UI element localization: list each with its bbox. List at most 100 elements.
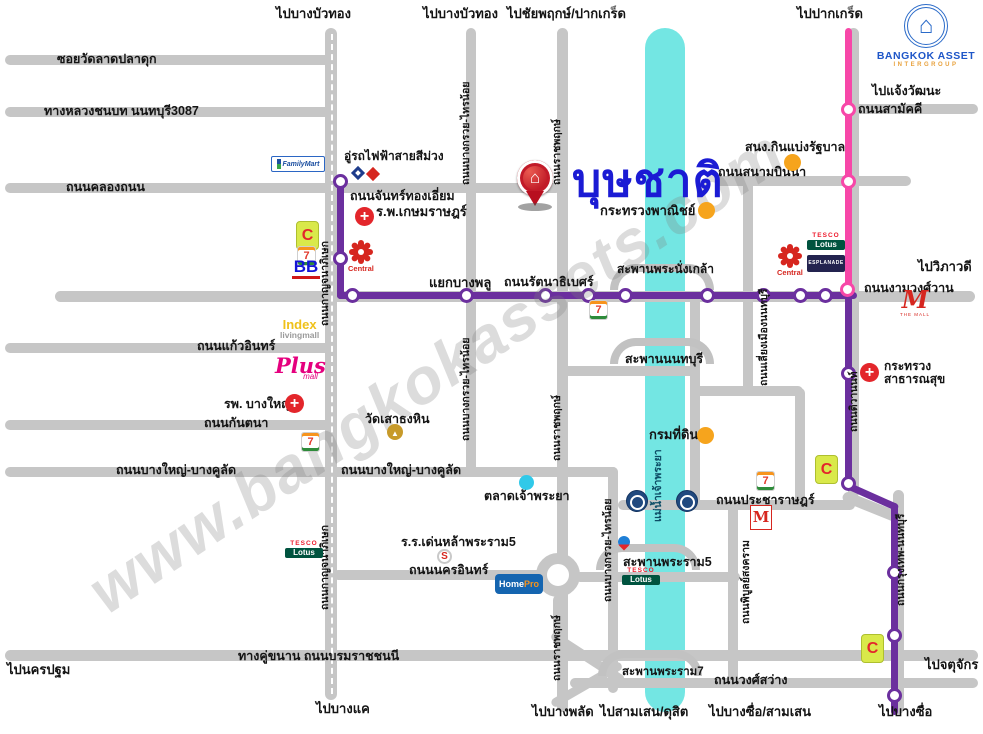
rama7-bridge-arch (598, 650, 702, 676)
road-center-dash (331, 34, 333, 694)
road-river-east-road (690, 291, 700, 505)
label-tiwanon: ถนนติวานนท์ (848, 371, 860, 433)
mrt-station-purple (345, 288, 360, 303)
mrt-station-purple (887, 688, 902, 703)
label-to-bang-sue-samsen: ไปบางซื่อ/สามเสน (709, 704, 812, 719)
label-bang-yai-bang-khulat-1: ถนนบางใหญ่-บางคูลัด (116, 463, 237, 477)
project-title: บุษชาติ (572, 154, 724, 206)
label-to-pak-kret: ไปปากเกร็ด (797, 6, 863, 21)
label-wong-sawang: ถนนวงศ์สว่าง (714, 673, 788, 687)
label-ratchaphruek-3: ถนนราชพฤกษ์ (551, 615, 563, 681)
label-bang-kruai-sai-noi-1: ถนนบางกรวย-ไทรน้อย (460, 81, 472, 185)
road-wong-sawang-rama7 (570, 678, 978, 688)
label-kanchanaphisek-1: ถนนกาญจนาภิเษก (319, 241, 331, 327)
label-ngamwongwan: ถนนงามวงศ์วาน (864, 281, 954, 295)
label-purple-line-depot: อู่รถไฟฟ้าสายสีม่วง (344, 149, 444, 163)
pin-head: ⌂ (517, 160, 553, 196)
road-soi-wat-lat-pla-duk (5, 55, 330, 65)
label-phibun-songkhram: ถนนพิบูลย์สงคราม (740, 540, 752, 624)
mrt-station-purple (333, 251, 348, 266)
label-talat-chao-phraya: ตลาดเจ้าพระยา (484, 489, 570, 503)
label-kaeo-in: ถนนแก้วอินทร์ (197, 339, 276, 353)
label-ministry-of-commerce: กระทรวงพาณิชย์ (600, 203, 696, 218)
road-samakkhi (846, 104, 978, 114)
mrt-station-purple (538, 288, 553, 303)
mrt-purple-line (337, 292, 857, 299)
label-nakhon-in: ถนนนครอินทร์ (409, 563, 489, 577)
central-west-icon: Central (348, 240, 374, 273)
label-to-samsen-dusit: ไปสามเสน/ดุสิต (600, 704, 689, 719)
label-kasemrad-hospital: ร.พ.เกษมราษฎร์ (376, 204, 467, 219)
public-health-marker-icon: + (860, 363, 879, 382)
label-pracharat: ถนนประชาราษฎร์ (716, 493, 815, 507)
seven-eleven-4-icon: 7 (756, 471, 775, 491)
road-khlong-thanon-chan-thong-iam (5, 183, 561, 193)
mrt-purple-line-logo-icon (350, 165, 385, 183)
seven-eleven-2-icon: 7 (301, 432, 320, 452)
label-bang-yai-bang-khulat-2: ถนนบางใหญ่-บางคูลัด (341, 463, 462, 477)
road-highway-nonthaburi-3087 (5, 107, 330, 117)
label-wat-sao-thong-hin: วัดเสาธงหิน (365, 412, 430, 426)
road-kantana (5, 420, 330, 430)
mrt-station-purple (581, 288, 596, 303)
label-chao-phraya-river-label: แม่น้ำเจ้าพระยา (652, 449, 664, 523)
bb-market-icon: BB (292, 258, 320, 279)
label-yaek-bang-phlu: แยกบางพลู (429, 275, 492, 290)
label-denla-rama5-school: ร.ร.เด่นหล้าพระราม5 (401, 535, 516, 549)
familymart-icon: FamilyMart (271, 156, 325, 172)
brand-subtitle: INTERGROUP (893, 62, 959, 68)
road-borommaratchachonnani (5, 650, 978, 661)
label-to-bang-sue: ไปบางซื่อ (879, 704, 933, 719)
road-krungthep-nonthaburi (893, 490, 904, 714)
label-to-bang-bua-thong-1: ไปบางบัวทอง (276, 6, 351, 21)
label-to-chaiyaphruek-pak-kret: ไปชัยพฤกษ์/ปากเกร็ด (507, 6, 626, 21)
label-krungthep-nonthaburi: ถนนกรุงเทพ-นนทบุรี (895, 513, 907, 607)
mrt-station-pink (841, 174, 856, 189)
mrt-station-purple (793, 288, 808, 303)
label-lottery-office: สนง.กินแบ่งรัฐบาล (745, 140, 846, 154)
location-pin: ⌂ (516, 160, 554, 220)
label-to-nakhon-pathom: ไปนครปฐม (7, 662, 71, 677)
mrt-station-purple (818, 288, 833, 303)
road-bypass-south (795, 388, 805, 505)
label-to-bang-khae: ไปบางแค (316, 701, 370, 716)
label-highway-3087: ทางหลวงชนบท นนทบุรี3087 (44, 104, 199, 118)
mrt-station-purple (841, 366, 856, 381)
mrt-station-pink (841, 102, 856, 117)
mrt-station-purple (333, 174, 348, 189)
label-khlong-thanon: ถนนคลองถนน (66, 180, 145, 194)
road-bang-yai-bang-khulat (5, 467, 618, 477)
mrt-purple-line (891, 503, 898, 715)
label-bang-yai-hospital: รพ. บางใหญ่ (224, 397, 292, 411)
ministry-of-commerce-marker-icon (698, 202, 715, 219)
label-nonthaburi-bridge: สะพานนนทบุรี (625, 352, 704, 366)
mrt-station-purple (887, 628, 902, 643)
label-bang-kruai-sai-noi-3: ถนนบางกรวย-ไทรน้อย (602, 498, 614, 602)
home-icon: ⌂ (529, 168, 541, 187)
label-to-viphavadi: ไปวิภาวดี (918, 259, 972, 274)
label-land-department: กรมที่ดิน (649, 427, 699, 442)
mrt-station-purple (700, 288, 715, 303)
label-phra-nangklao-bridge: สะพานพระนั่งเกล้า (617, 262, 714, 276)
house-icon: ⌂ (918, 12, 934, 39)
label-samakkhi: ถนนสามัคคี (858, 102, 923, 116)
bang-yai-hospital-marker-icon: + (285, 394, 304, 413)
big-c-wong-sawang-icon: C (861, 634, 884, 663)
label-borommaratchachonnani: ทางคู่ขนาน ถนนบรมราชชนนี (238, 649, 400, 663)
label-to-chaengwattana: ไปแจ้งวัฒนะ (872, 84, 942, 98)
label-to-chatuchak: ไปจตุจักร (925, 657, 979, 672)
label-rama5-bridge: สะพานพระราม5 (623, 555, 712, 569)
mrt-station-purple (887, 565, 902, 580)
road-bang-kruai-sai-noi-south (608, 467, 618, 693)
kasemrad-hospital-marker-icon: + (355, 207, 374, 226)
mrt-station-purple (618, 288, 633, 303)
chao-phraya-market-marker-icon (519, 475, 534, 490)
bangkok-asset-emblem-icon: ⌂ (904, 4, 948, 48)
mrt-station-purple (756, 288, 771, 303)
road-bang-kruai-sai-noi-north (466, 28, 476, 474)
